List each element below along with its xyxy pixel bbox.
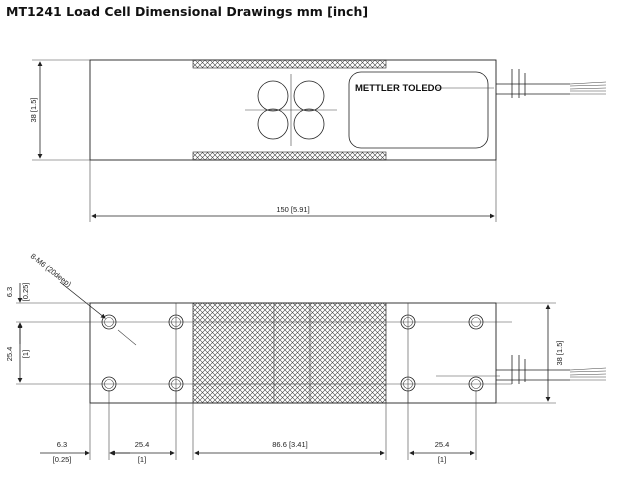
svg-text:8-M6 (20deep): 8-M6 (20deep) — [29, 251, 74, 289]
lower-slot-hatch — [192, 151, 387, 161]
svg-text:6.3: 6.3 — [5, 287, 14, 297]
svg-text:86.6 [3.41]: 86.6 [3.41] — [272, 440, 307, 449]
svg-text:25.4: 25.4 — [5, 347, 14, 362]
mounting-hole — [468, 314, 484, 330]
label-plate — [348, 71, 489, 149]
top-height-dimension: 38 [1.5] — [29, 59, 90, 161]
mounting-hole — [168, 314, 184, 330]
svg-text:38 [1.5]: 38 [1.5] — [29, 97, 38, 122]
cable — [496, 69, 607, 98]
cable-bottom — [436, 355, 607, 384]
center-hatch — [192, 302, 387, 404]
svg-text:38 [1.5]: 38 [1.5] — [555, 340, 564, 365]
svg-text:[0.25]: [0.25] — [21, 283, 30, 302]
top-view: METTLER TOLEDO 38 [1.5] 150 — [29, 59, 607, 222]
upper-slot-hatch — [192, 59, 387, 69]
svg-text:6.3: 6.3 — [57, 440, 67, 449]
svg-text:[0.25]: [0.25] — [53, 455, 72, 464]
bending-beam-holes — [245, 74, 337, 146]
right-height-dimension: 38 [1.5] — [496, 302, 564, 404]
brand-label: METTLER TOLEDO — [355, 83, 442, 94]
bottom-horizontal-dimensions: 6.3 [0.25] 25.4 [1] 86.6 [3.41] 25.4 [1] — [40, 390, 477, 464]
bottom-view: 8-M6 (20deep) 6.3 [0.25] 25.4 [1] 38 [1.… — [5, 251, 607, 464]
left-vertical-dimensions: 6.3 [0.25] 25.4 [1] — [5, 283, 90, 383]
svg-text:25.4: 25.4 — [435, 440, 450, 449]
svg-text:25.4: 25.4 — [135, 440, 150, 449]
svg-text:[1]: [1] — [438, 455, 446, 464]
drawing-title: MT1241 Load Cell Dimensional Drawings mm… — [6, 4, 369, 19]
svg-text:[1]: [1] — [138, 455, 146, 464]
svg-text:150 [5.91]: 150 [5.91] — [276, 205, 309, 214]
top-length-dimension: 150 [5.91] — [89, 160, 497, 222]
svg-text:[1]: [1] — [21, 350, 30, 358]
mounting-hole — [400, 314, 416, 330]
mounting-hole — [101, 314, 117, 330]
